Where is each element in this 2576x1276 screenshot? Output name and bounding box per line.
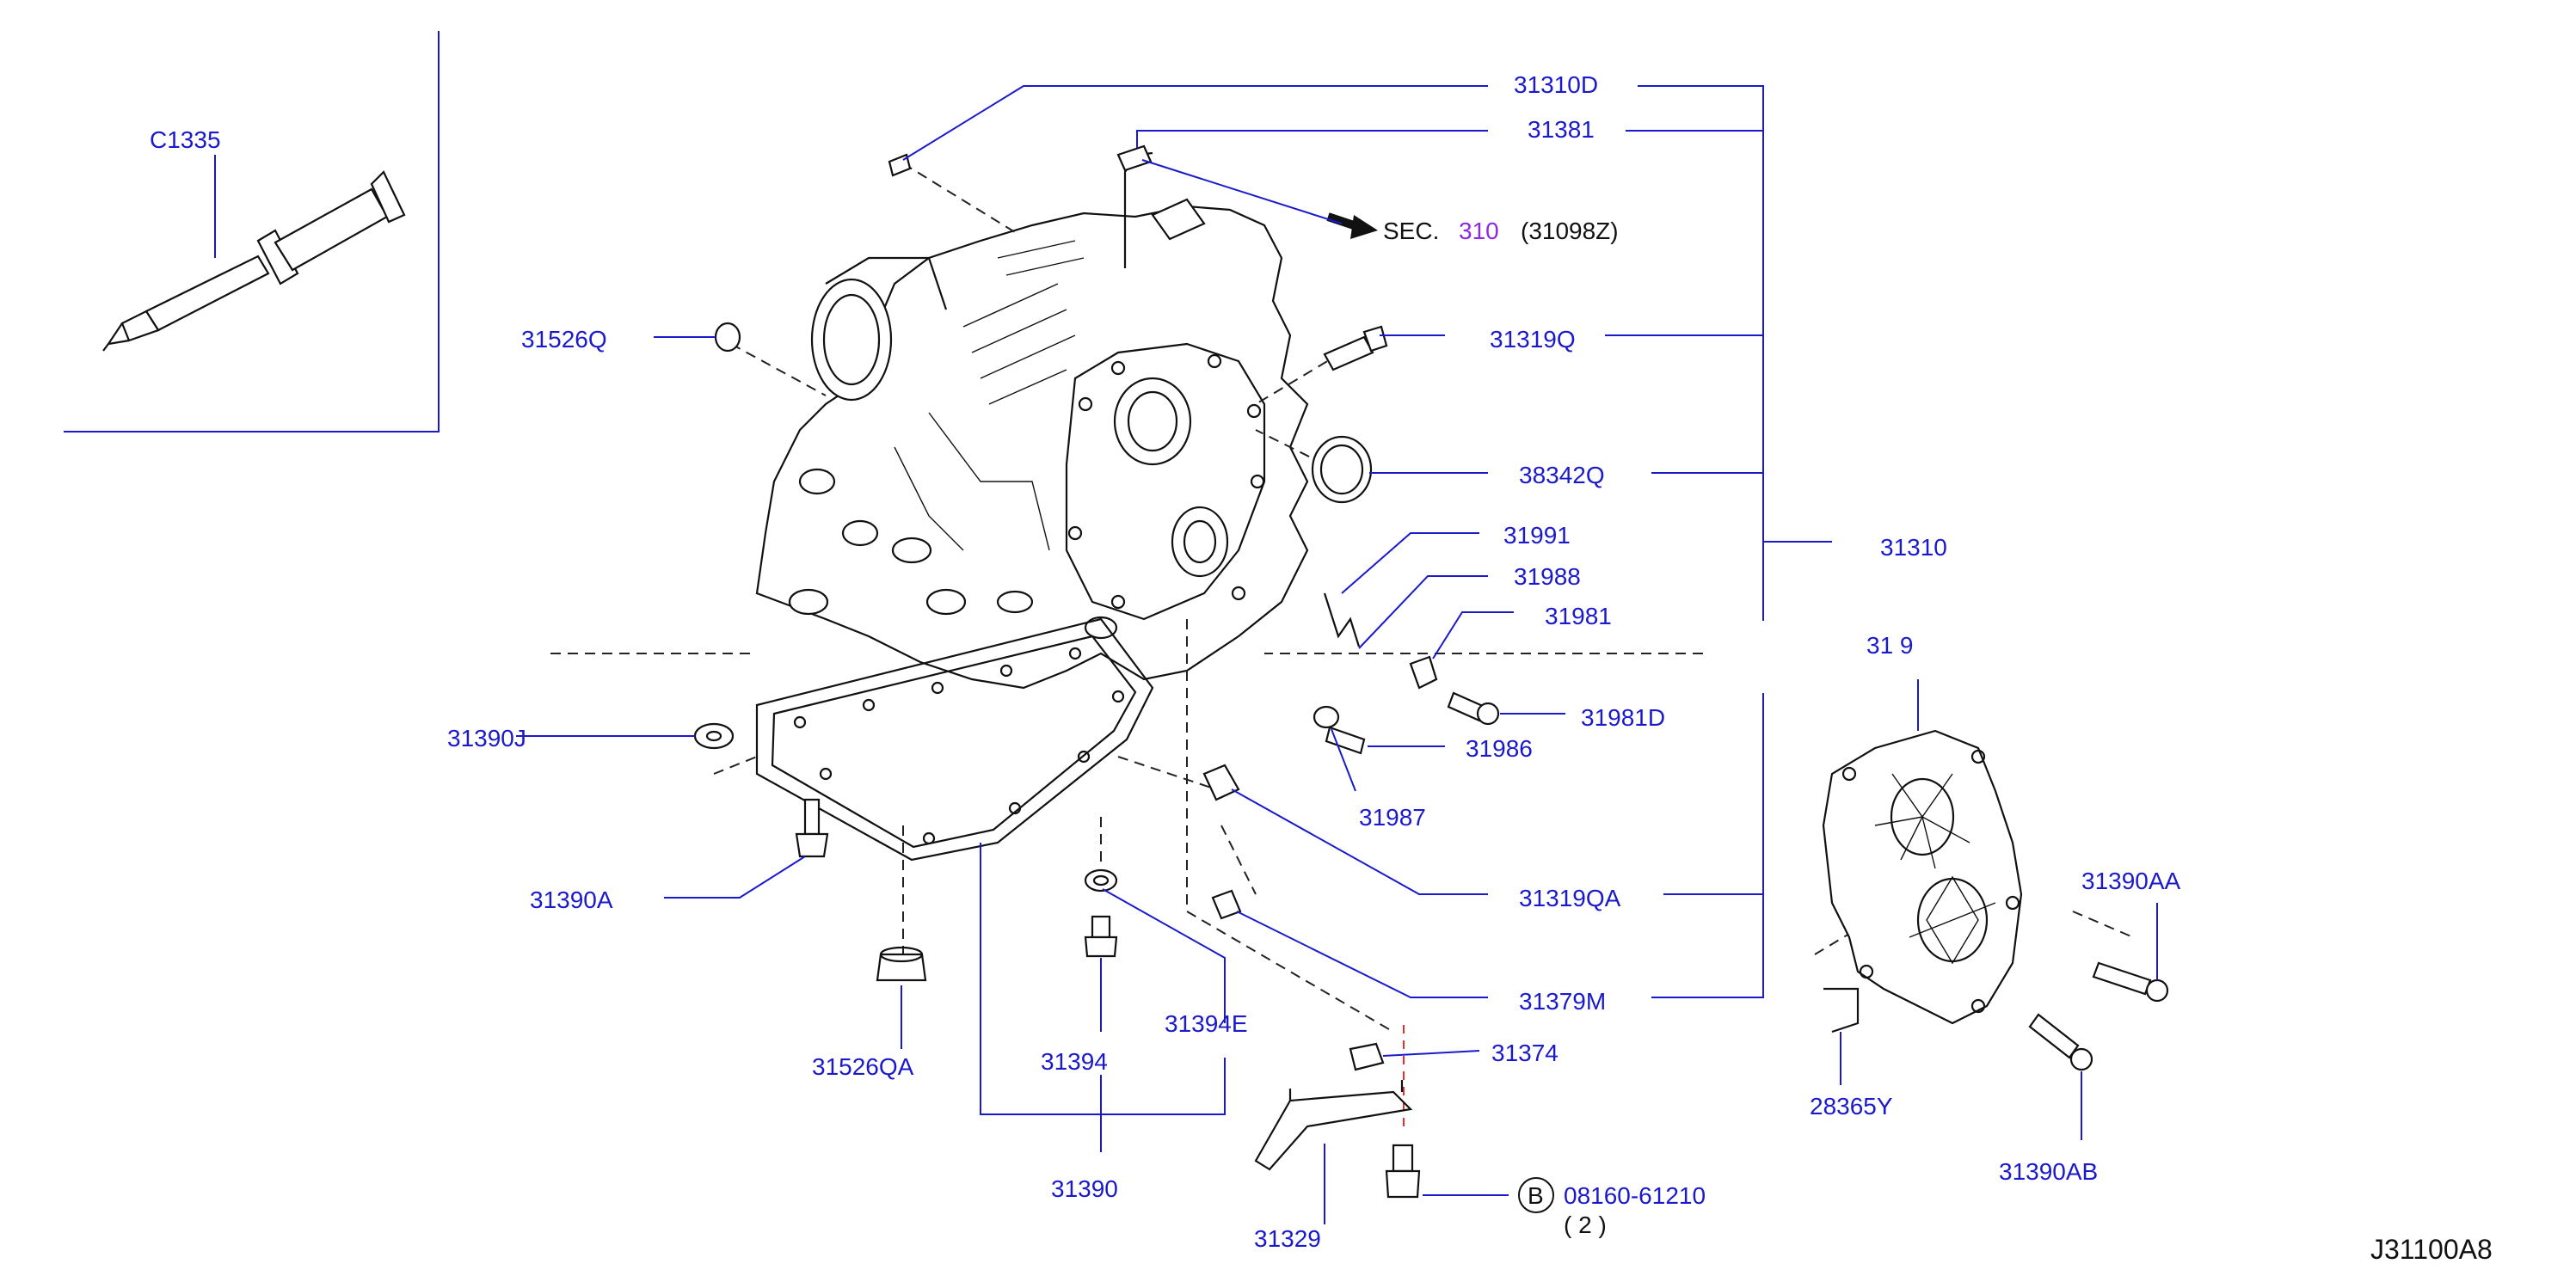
label-31526qa[interactable]: 31526QA bbox=[812, 1053, 914, 1080]
label-b-badge: B bbox=[1528, 1182, 1544, 1209]
label-31390[interactable]: 31390 bbox=[1051, 1175, 1118, 1202]
link-sec-310[interactable]: 310 bbox=[1459, 218, 1499, 244]
bolt-31390aa bbox=[2092, 961, 2152, 996]
label-31319qa[interactable]: 31319QA bbox=[1519, 885, 1621, 911]
bracket-31329 bbox=[1254, 1090, 1413, 1171]
label-31991[interactable]: 31991 bbox=[1503, 522, 1571, 549]
label-31390a[interactable]: 31390A bbox=[530, 886, 613, 913]
clip-31374 bbox=[1349, 1042, 1385, 1071]
label-31981d[interactable]: 31981D bbox=[1581, 704, 1665, 731]
arrowhead-icon bbox=[1350, 215, 1378, 239]
part-31981 bbox=[1409, 655, 1438, 690]
label-31374[interactable]: 31374 bbox=[1491, 1040, 1559, 1066]
label-31987[interactable]: 31987 bbox=[1359, 804, 1426, 831]
label-sec-ref: (31098Z) bbox=[1521, 218, 1619, 244]
b-badge-circle bbox=[1518, 1177, 1554, 1213]
label-31310[interactable]: 31310 bbox=[1880, 534, 1947, 561]
pin-31310d bbox=[888, 153, 912, 177]
bolt-31390a bbox=[803, 798, 821, 836]
label-28365y[interactable]: 28365Y bbox=[1810, 1093, 1893, 1120]
fitting-31319q bbox=[1323, 335, 1374, 371]
dashed-guides bbox=[550, 163, 2134, 1126]
label-31981[interactable]: 31981 bbox=[1545, 603, 1612, 629]
nut-31379m bbox=[1211, 889, 1242, 920]
bolt-08160 bbox=[1392, 1144, 1414, 1173]
washer-31394e bbox=[1084, 868, 1118, 893]
label-sec-prefix: SEC. bbox=[1383, 218, 1439, 244]
label-31394e[interactable]: 31394E bbox=[1165, 1010, 1248, 1037]
label-31390ab[interactable]: 31390AB bbox=[1999, 1158, 2098, 1185]
label-31390aa[interactable]: 31390AA bbox=[2081, 868, 2181, 894]
label-c1335[interactable]: C1335 bbox=[150, 126, 221, 153]
sealant-inset: C1335 bbox=[64, 31, 440, 432]
pin-31986 bbox=[1325, 726, 1366, 755]
label-08160-61210[interactable]: 08160-61210 bbox=[1564, 1182, 1706, 1209]
label-31319q[interactable]: 31319Q bbox=[1490, 326, 1576, 353]
label-31394[interactable]: 31394 bbox=[1041, 1048, 1108, 1075]
side-cover-drawing bbox=[1822, 729, 2023, 1025]
inset-frame bbox=[64, 31, 440, 432]
label-31988[interactable]: 31988 bbox=[1514, 563, 1581, 590]
label-38342q[interactable]: 38342Q bbox=[1519, 462, 1605, 488]
lever-31991 bbox=[1323, 592, 1361, 647]
leader-lines bbox=[516, 85, 2158, 1224]
sealant-tube-drawing bbox=[102, 170, 406, 352]
bracket-28365y bbox=[1823, 987, 1860, 1034]
transmission-case-drawing bbox=[755, 198, 1309, 862]
label-31381[interactable]: 31381 bbox=[1528, 116, 1595, 143]
label-31329[interactable]: 31329 bbox=[1254, 1225, 1321, 1252]
part-labels: 31310D 31381 SEC. 310 (31098Z) 31526Q 31… bbox=[447, 71, 2493, 1265]
label-side-cover[interactable]: 31 9 bbox=[1866, 632, 1914, 659]
washer-31987 bbox=[1313, 705, 1340, 729]
bolt-31394 bbox=[1091, 915, 1111, 939]
diagram-id: J31100A8 bbox=[2370, 1234, 2493, 1265]
plug-31526q bbox=[714, 322, 741, 353]
label-31986[interactable]: 31986 bbox=[1466, 735, 1533, 762]
washer-31390j bbox=[693, 722, 735, 750]
label-31526q[interactable]: 31526Q bbox=[521, 326, 607, 353]
label-31390j[interactable]: 31390J bbox=[447, 725, 526, 751]
label-31379m[interactable]: 31379M bbox=[1519, 988, 1606, 1015]
assembly-bracket-31310 bbox=[1605, 85, 1832, 998]
bolt-31390ab bbox=[2028, 1013, 2080, 1059]
fitting-31319qa bbox=[1202, 764, 1240, 801]
label-31310d[interactable]: 31310D bbox=[1514, 71, 1598, 98]
label-quantity: ( 2 ) bbox=[1564, 1212, 1607, 1238]
